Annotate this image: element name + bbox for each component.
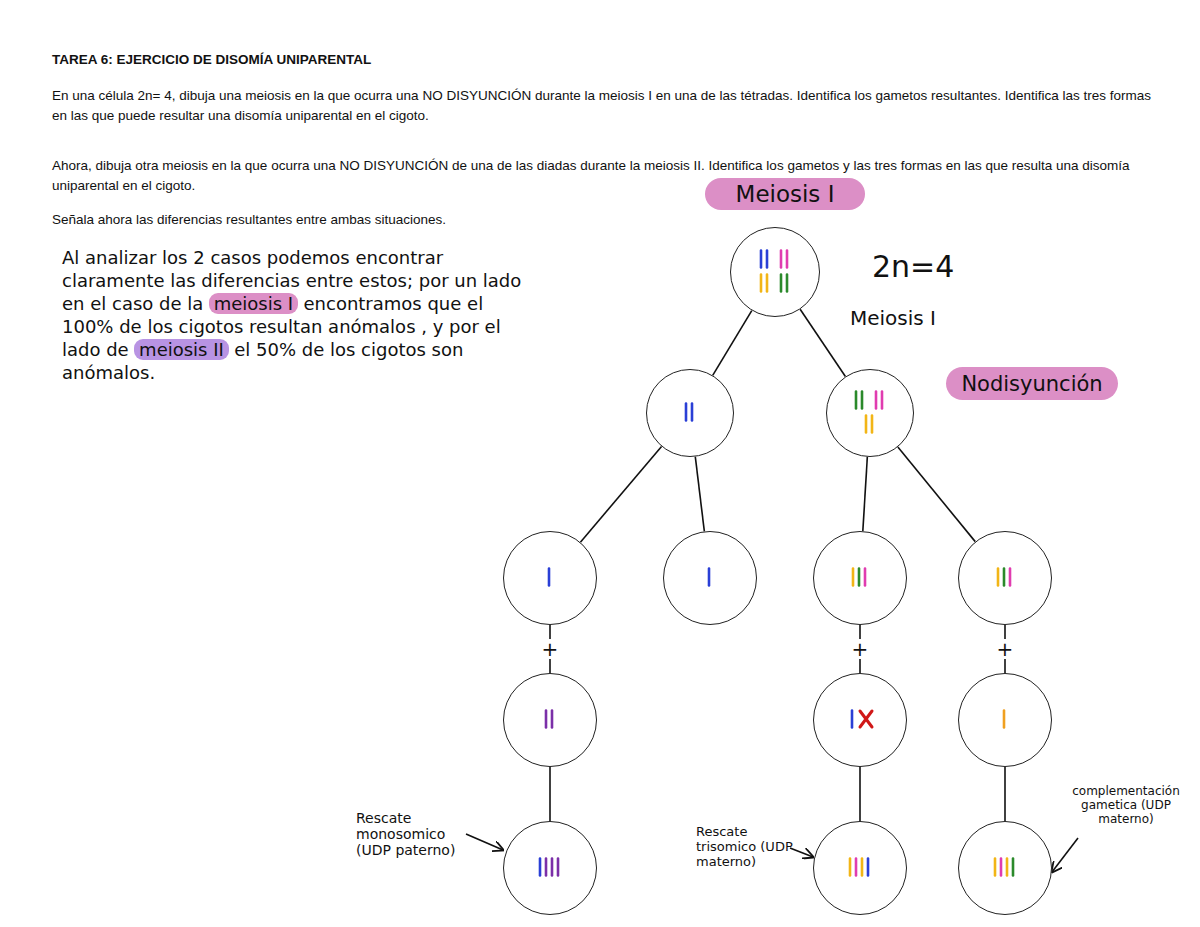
chromosome-stroke (1003, 569, 1006, 586)
chromosome-figure (502, 530, 596, 624)
pill-label: Meiosis I (736, 181, 835, 207)
chromosome-stroke (557, 859, 560, 876)
division-line (549, 767, 551, 821)
chromosome-figure (812, 672, 906, 766)
cell-circle (958, 531, 1052, 625)
cell-circle (958, 821, 1052, 915)
chromosome-stroke (766, 275, 769, 292)
chromosome-stroke (691, 404, 694, 421)
cell-circle (503, 673, 597, 767)
chromosome-stroke (1006, 859, 1009, 876)
division-line (695, 457, 704, 532)
chromosome-stroke (851, 711, 854, 728)
chromosome-stroke (855, 392, 858, 409)
chromosome-stroke (545, 711, 548, 728)
cell-circle (813, 673, 907, 767)
chromosome-figure (957, 820, 1051, 914)
chromosome-figure (502, 672, 596, 766)
fusion-plus: + (849, 639, 872, 659)
chromosome-figure (645, 368, 733, 456)
chromosome-figure (957, 672, 1051, 766)
chromosome-stroke (997, 569, 1000, 586)
cell-circle (730, 227, 820, 317)
chromosome-stroke (994, 859, 997, 876)
chromosome-stroke (760, 275, 763, 292)
cell-circle (503, 821, 597, 915)
chromosome-stroke (849, 859, 852, 876)
chromosome-stroke (551, 711, 554, 728)
highlighted-term: meiosis I (209, 293, 298, 314)
chromosome-stroke (1003, 711, 1006, 728)
leader-arrow (790, 848, 813, 857)
chromosome-stroke (1012, 859, 1015, 876)
highlighted-term: meiosis II (134, 339, 229, 360)
cell-circle (503, 531, 597, 625)
ploidy-label: 2n=4 (872, 250, 992, 284)
chromosome-stroke (685, 404, 688, 421)
cell-circle (813, 531, 907, 625)
chromosome-stroke (780, 251, 783, 268)
instruction-text: Señala ahora las diferencias resultantes… (52, 210, 612, 230)
division-line (580, 447, 661, 543)
leader-arrow (466, 834, 503, 850)
division-line (859, 767, 861, 821)
stage-label: Meiosis I (850, 306, 990, 330)
cell-circle (958, 673, 1052, 767)
heading-pill: Meiosis I (705, 178, 865, 210)
lost-chromosome-mark (860, 711, 872, 727)
division-line (863, 457, 867, 531)
fusion-plus: + (994, 639, 1017, 659)
chromosome-figure (825, 368, 913, 456)
chromosome-stroke (1000, 859, 1003, 876)
division-line (898, 447, 975, 542)
instruction-text: En una célula 2n= 4, dibuja una meiosis … (52, 86, 1162, 126)
chromosome-figure (662, 530, 756, 624)
chromosome-stroke (786, 275, 789, 292)
cell-circle (826, 369, 914, 457)
chromosome-stroke (548, 569, 551, 586)
chromosome-stroke (871, 416, 874, 433)
chromosome-stroke (865, 416, 868, 433)
fusion-plus: + (539, 639, 562, 659)
chromosome-stroke (855, 859, 858, 876)
page-title: TAREA 6: EJERCICIO DE DISOMÍA UNIPARENTA… (52, 52, 371, 67)
chromosome-figure (957, 530, 1051, 624)
chromosome-stroke (708, 569, 711, 586)
callout-note: complementación gametica (UDP materno) (1058, 784, 1194, 826)
chromosome-stroke (852, 569, 855, 586)
chromosome-stroke (766, 251, 769, 268)
chromosome-stroke (861, 392, 864, 409)
chromosome-figure (812, 820, 906, 914)
division-line (713, 311, 752, 376)
chromosome-stroke (545, 859, 548, 876)
chromosome-stroke (861, 859, 864, 876)
chromosome-stroke (539, 859, 542, 876)
chromosome-figure (502, 820, 596, 914)
answer-note: Al analizar los 2 casos podemos encontra… (62, 246, 522, 384)
callout-note: Rescate monosomico (UDP paterno) (356, 810, 476, 858)
division-line (1004, 767, 1006, 821)
chromosome-stroke (760, 251, 763, 268)
chromosome-stroke (864, 569, 867, 586)
chromosome-stroke (875, 392, 878, 409)
chromosome-stroke (867, 859, 870, 876)
chromosome-stroke (1009, 569, 1012, 586)
instruction-text: Ahora, dibuja otra meiosis en la que ocu… (52, 156, 1162, 196)
division-line (800, 309, 845, 376)
chromosome-stroke (551, 859, 554, 876)
chromosome-stroke (858, 569, 861, 586)
cell-circle (663, 531, 757, 625)
cell-circle (646, 369, 734, 457)
callout-note: Rescate trisomico (UDP materno) (696, 824, 810, 869)
chromosome-stroke (780, 275, 783, 292)
heading-pill: Nodisyunción (946, 367, 1118, 400)
chromosome-figure (812, 530, 906, 624)
chromosome-figure (729, 226, 819, 316)
chromosome-stroke (786, 251, 789, 268)
cell-circle (813, 821, 907, 915)
leader-arrow (1052, 838, 1078, 872)
pill-label: Nodisyunción (961, 372, 1102, 396)
chromosome-stroke (881, 392, 884, 409)
